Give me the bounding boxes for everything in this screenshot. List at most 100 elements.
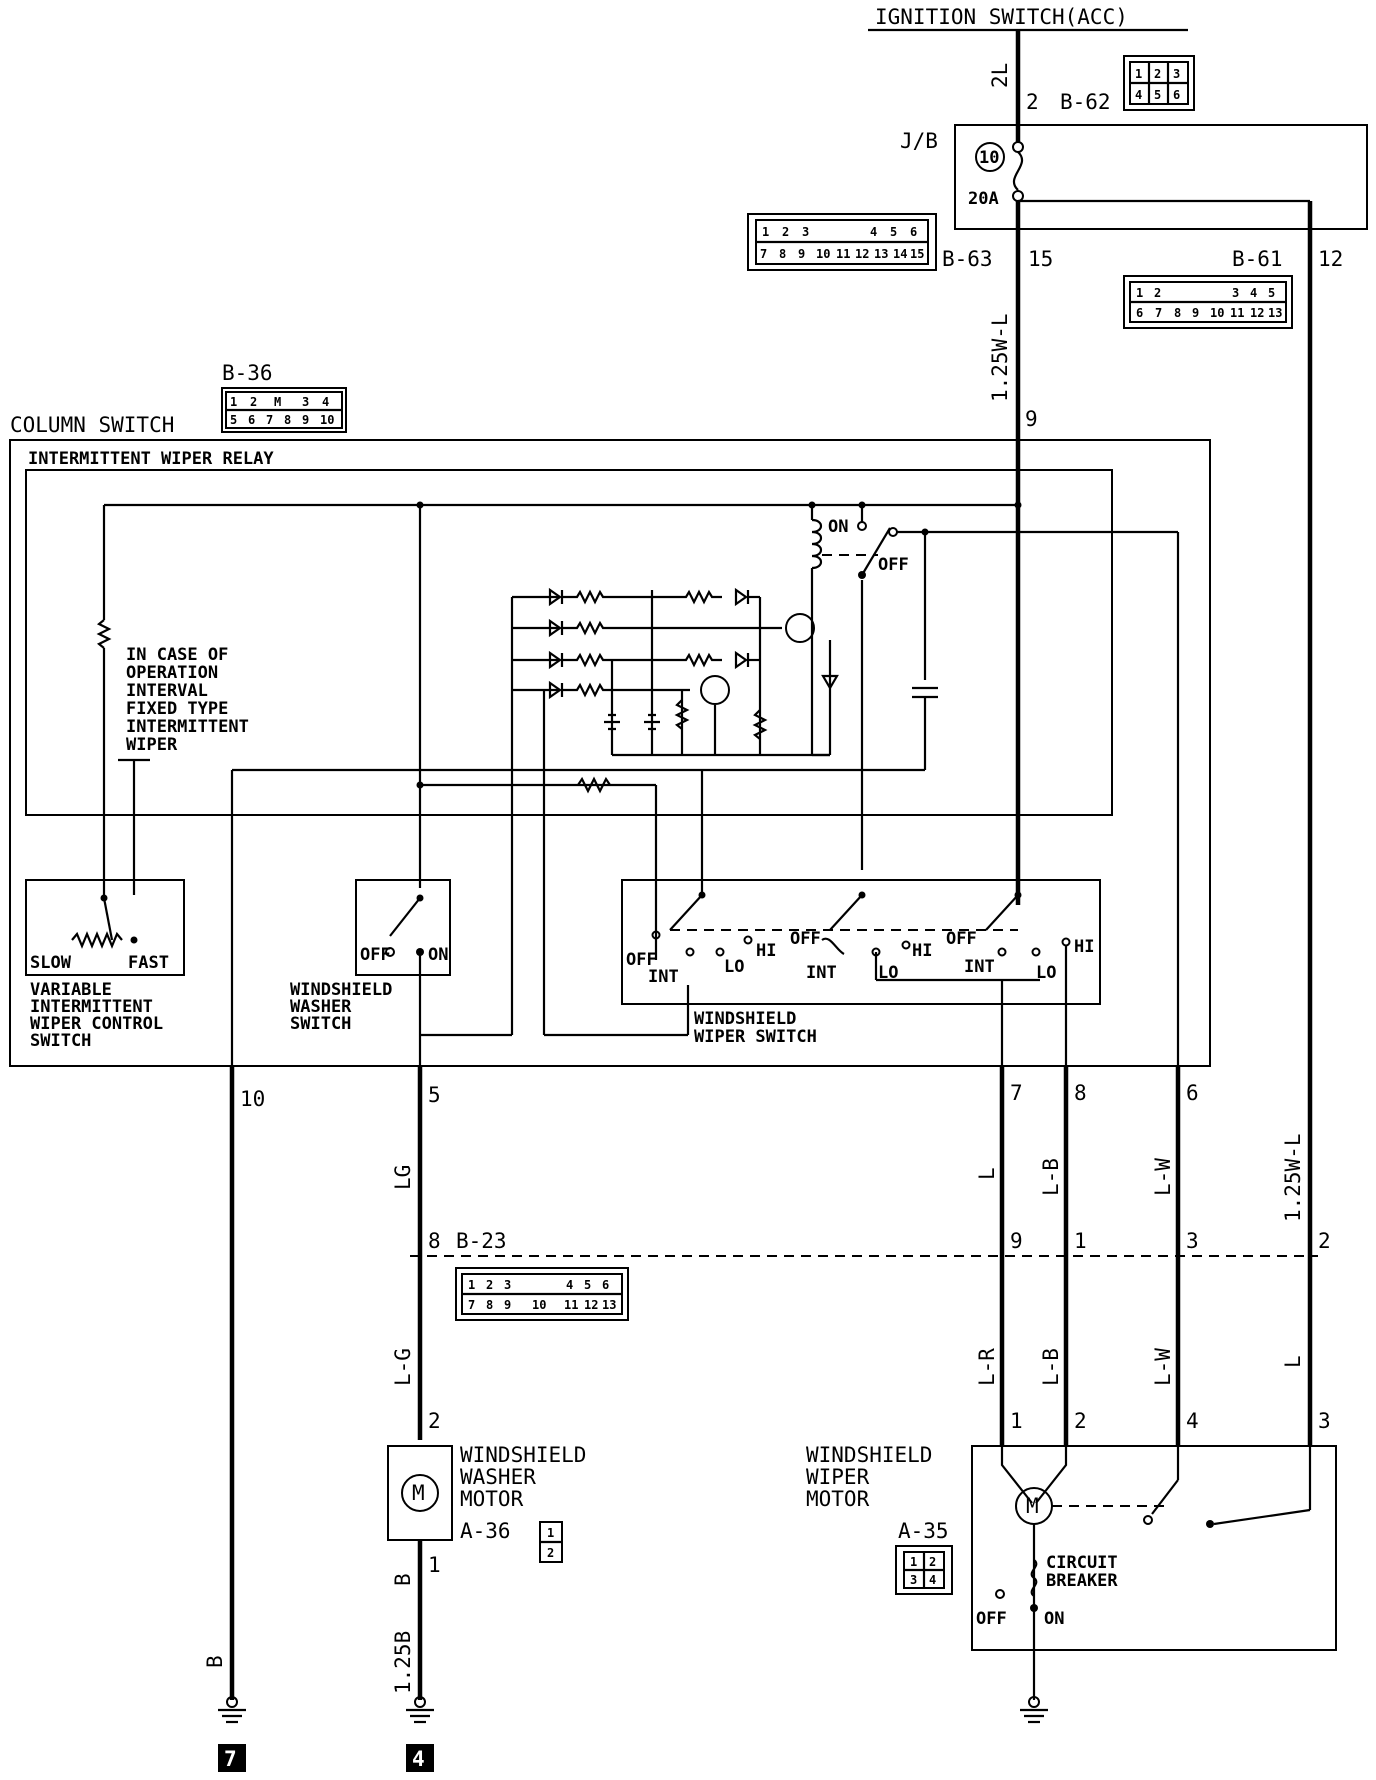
svg-text:12: 12 [1250,306,1264,320]
washer-on-label: ON [428,945,448,965]
b61-label: B-61 [1232,247,1283,271]
svg-text:11: 11 [836,247,850,261]
connector-b36: 1 2 M 3 4 5 6 7 8 9 10 [221,387,347,433]
wiper-pin-2: 2 [1074,1409,1087,1433]
svg-text:3: 3 [802,225,809,239]
svg-text:13: 13 [602,1298,616,1312]
svg-text:2: 2 [929,1555,936,1569]
svg-text:4: 4 [566,1278,573,1292]
connector-b63: 1 2 3 4 5 6 7 8 9 10 11 12 13 14 15 [747,213,937,271]
junction-block [954,124,1368,230]
svg-text:4: 4 [1250,286,1257,300]
svg-text:WINDSHIELD: WINDSHIELD [694,1009,796,1029]
svg-text:1: 1 [468,1278,475,1292]
svg-text:8: 8 [779,247,786,261]
connector-b61: 1 2 3 4 5 6 7 8 9 10 11 12 13 [1123,275,1293,329]
circuit-breaker-label: CIRCUIT BREAKER [1046,1553,1118,1591]
column-pin-9: 9 [1025,407,1038,431]
svg-text:WIPER CONTROL: WIPER CONTROL [30,1014,163,1034]
washer-off-label: OFF [360,945,391,965]
jb-label: J/B [900,129,938,153]
a35-label: A-35 [898,1519,949,1543]
svg-text:3: 3 [910,1573,917,1587]
svg-text:1: 1 [1136,286,1143,300]
b23-label: B-23 [456,1229,507,1253]
pin-10: 10 [240,1087,265,1111]
pin-8: 8 [1074,1081,1087,1105]
svg-text:8: 8 [486,1298,493,1312]
svg-text:6: 6 [248,413,255,427]
wire-lr: L-R [975,1348,999,1386]
column-switch-title: COLUMN SWITCH [10,413,174,437]
ws1-off: OFF [626,950,657,970]
ws3-int: INT [964,957,995,977]
ws1-int: INT [648,967,679,987]
wire-lb2: L-B [1039,1348,1063,1386]
svg-text:OPERATION: OPERATION [126,663,218,683]
svg-text:9: 9 [798,247,805,261]
wire-l2: L [1281,1355,1305,1368]
svg-text:FIXED TYPE: FIXED TYPE [126,699,228,719]
wiper-motor-m: M [1026,1494,1039,1518]
svg-text:2: 2 [250,395,257,409]
b62-pin-2: 2 [1026,90,1039,114]
svg-text:WIPER: WIPER [126,735,178,755]
svg-text:9: 9 [302,413,309,427]
wire-b: B [391,1573,415,1586]
b63-label: B-63 [942,247,993,271]
svg-text:2: 2 [1154,286,1161,300]
wiper-switch-box [621,879,1101,1005]
svg-text:6: 6 [910,225,917,239]
svg-text:13: 13 [874,247,888,261]
svg-text:6: 6 [602,1278,609,1292]
svg-text:3: 3 [504,1278,511,1292]
motor-on-label: ON [1044,1609,1064,1629]
svg-text:1: 1 [1135,67,1142,81]
svg-text:5: 5 [230,413,237,427]
ws1-hi: HI [756,941,776,961]
connector-b62: 1 2 3 4 5 6 [1123,55,1195,111]
wire-lg2: L-G [391,1348,415,1386]
variable-resistor-icon[interactable] [71,931,123,949]
ws3-off: OFF [946,929,977,949]
note-interval-fixed: IN CASE OF OPERATION INTERVAL FIXED TYPE… [126,645,249,755]
b23-pin-8: 8 [428,1229,441,1253]
svg-text:SWITCH: SWITCH [30,1031,91,1051]
wire-lw2: L-W [1151,1348,1175,1386]
ground-icon-middle [406,1696,434,1724]
ws3-hi: HI [1074,937,1094,957]
washer-switch-box [355,879,451,976]
variable-switch-caption: VARIABLE INTERMITTENT WIPER CONTROL SWIT… [30,980,163,1051]
wire-125b: 1.25B [391,1631,415,1694]
svg-text:WIPER: WIPER [806,1465,870,1489]
wiper-switch-lever-1[interactable] [669,894,703,931]
ws3-lo: LO [1036,963,1056,983]
wire-lb: L-B [1039,1158,1063,1196]
svg-text:7: 7 [468,1298,475,1312]
svg-text:5: 5 [1154,88,1161,102]
washer-switch-lever[interactable] [389,897,421,937]
wiper-motor-box [971,1445,1337,1651]
svg-text:3: 3 [302,395,309,409]
svg-text:15: 15 [910,247,924,261]
wire-lw: L-W [1151,1158,1175,1196]
fuse-icon [1012,141,1024,202]
relay-box [25,469,1113,816]
svg-text:7: 7 [1155,306,1162,320]
connector-b23: 1 2 3 4 5 6 7 8 9 10 11 12 13 [455,1267,629,1321]
wiper-switch-lever-2[interactable] [829,894,863,931]
wiper-switch-lever-3[interactable] [985,894,1019,931]
svg-text:8: 8 [1174,306,1181,320]
svg-text:5: 5 [1268,286,1275,300]
ground-point-7-badge [218,1744,246,1772]
ws2-hi: HI [912,941,932,961]
fuse-number: 10 [979,148,999,168]
fuse-amperage: 20A [968,189,999,209]
svg-text:13: 13 [1268,306,1282,320]
svg-text:BREAKER: BREAKER [1046,1571,1118,1591]
svg-text:WINDSHIELD: WINDSHIELD [290,980,392,1000]
var-fast-label: FAST [128,953,169,973]
var-slow-label: SLOW [30,953,72,973]
relay-title: INTERMITTENT WIPER RELAY [28,449,274,469]
relay-on-label: ON [828,517,848,537]
